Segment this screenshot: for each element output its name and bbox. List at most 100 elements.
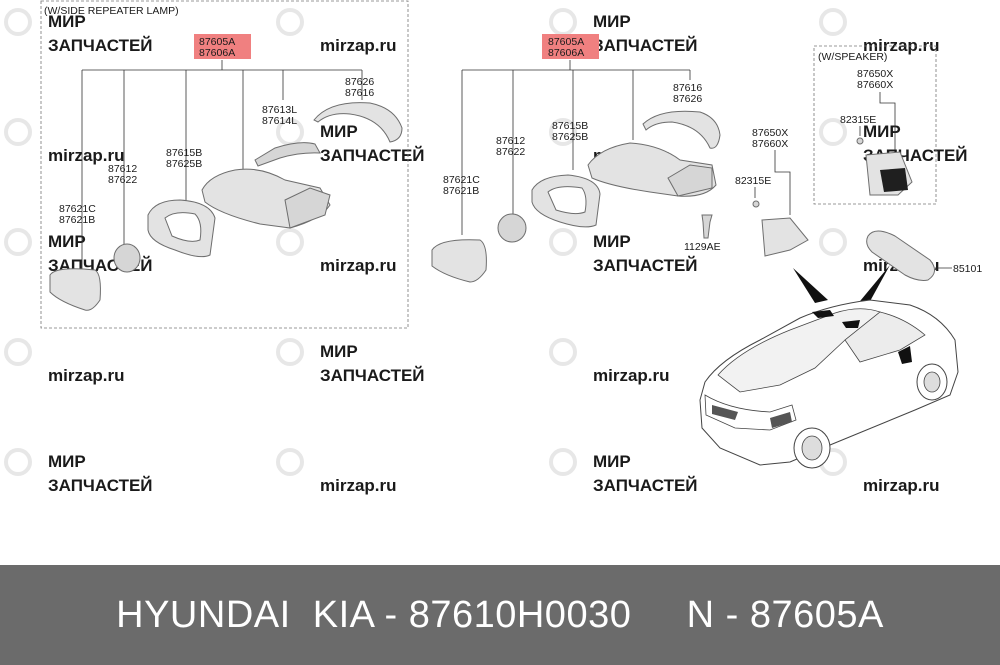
car-illustration [699,265,959,469]
watermark-tile: МИР ЗАПЧАСТЕЙ [276,338,425,385]
right-label-mirror-glass[interactable]: 87621B [443,185,479,197]
svg-text:mirzap.ru: mirzap.ru [320,36,397,55]
left-label-frame[interactable]: 87625B [166,158,202,170]
svg-text:МИР: МИР [320,342,358,361]
right-mirror-group: 87605A 87606A 87616 87626 87615B 87625B … [431,34,721,283]
right-mirror-bolt[interactable] [701,214,713,239]
svg-text:mirzap.ru: mirzap.ru [320,256,397,275]
right-part-number-highlight[interactable]: 87606A [548,47,584,59]
speaker-label[interactable]: 87660X [857,79,893,91]
left-label-cover[interactable]: 87616 [345,87,374,99]
tweeter-screw-label[interactable]: 82315E [735,175,771,187]
right-leader-lines [461,60,691,235]
right-label-frame[interactable]: 87615B [552,120,588,132]
left-label-repeater[interactable]: 87614L [262,115,297,127]
left-part-number-highlight[interactable]: 87606A [199,47,235,59]
inside-mirror-group: 85101 [866,230,982,281]
speaker-group-title: (W/SPEAKER) [818,51,887,63]
right-part-number-highlight[interactable]: 87605A [548,36,584,48]
svg-text:МИР: МИР [593,452,631,471]
right-mirror-glass[interactable] [431,239,487,283]
right-mirror-housing-dark [667,164,713,197]
tweeter-label[interactable]: 87650X [752,127,788,139]
left-group-title: (W/SIDE REPEATER LAMP) [44,5,179,17]
right-highlight-box [542,34,599,59]
watermark-tile: mirzap.ru [819,448,940,495]
svg-text:ЗАПЧАСТЕЙ: ЗАПЧАСТЕЙ [593,476,698,495]
left-label-actuator[interactable]: 87622 [108,174,137,186]
speaker-screw[interactable] [856,137,864,145]
watermark-tile: mirzap.ru [549,338,670,385]
right-label-cover[interactable]: 87616 [673,82,702,94]
svg-text:МИР: МИР [593,12,631,31]
watermark-tile: МИР ЗАПЧАСТЕЙ [4,448,153,495]
right-label-mirror-glass[interactable]: 87621C [443,174,480,186]
svg-text:mirzap.ru: mirzap.ru [48,146,125,165]
left-leader-lines [81,60,363,270]
left-mirror-glass[interactable] [49,268,101,311]
speaker-group: (W/SPEAKER) 87650X 87660X 82315E [813,45,937,205]
car-inside-mirror-mark [812,310,834,318]
svg-text:МИР: МИР [48,232,86,251]
svg-text:ЗАПЧАСТЕЙ: ЗАПЧАСТЕЙ [593,256,698,275]
speaker-grille [880,168,908,192]
svg-text:ЗАПЧАСТЕЙ: ЗАПЧАСТЕЙ [48,36,153,55]
right-mirror-actuator[interactable] [497,213,527,243]
left-label-cover[interactable]: 87626 [345,76,374,88]
inside-mirror-label[interactable]: 85101 [953,263,982,275]
watermark-tile: mirzap.ru [276,228,397,275]
svg-text:mirzap.ru: mirzap.ru [320,476,397,495]
svg-text:ЗАПЧАСТЕЙ: ЗАПЧАСТЕЙ [593,36,698,55]
svg-text:mirzap.ru: mirzap.ru [863,476,940,495]
left-mirror-cover[interactable] [313,102,403,143]
left-label-frame[interactable]: 87615B [166,147,202,159]
right-label-bolt[interactable]: 1129AE [684,241,721,253]
left-label-actuator[interactable]: 87612 [108,163,137,175]
watermark-tile: МИР ЗАПЧАСТЕЙ [276,118,425,165]
car-side-window [844,311,926,363]
right-mirror-cover[interactable] [642,110,721,149]
right-mirror-frame-opening [547,186,587,215]
watermark-tile: mirzap.ru [4,118,125,165]
tweeter-cover[interactable] [761,217,809,257]
left-repeater-lamp[interactable] [254,142,321,167]
watermark-tile: МИР ЗАПЧАСТЕЙ [549,448,698,495]
svg-text:МИР: МИР [320,122,358,141]
right-label-actuator[interactable]: 87622 [496,146,525,158]
tweeter-group: 87650X 87660X 82315E [735,127,809,257]
svg-text:МИР: МИР [593,232,631,251]
car-taillight [770,412,792,428]
svg-text:ЗАПЧАСТЕЙ: ЗАПЧАСТЕЙ [320,366,425,385]
svg-text:mirzap.ru: mirzap.ru [48,366,125,385]
tweeter-label[interactable]: 87660X [752,138,788,150]
tweeter-leader [774,150,791,215]
svg-text:ЗАПЧАСТЕЙ: ЗАПЧАСТЕЙ [320,146,425,165]
left-label-mirror-glass[interactable]: 87621C [59,203,96,215]
left-label-mirror-glass[interactable]: 87621B [59,214,95,226]
speaker-leader [879,92,896,150]
watermark-tile: mirzap.ru [819,8,940,55]
left-mirror-frame-opening [164,212,202,242]
left-part-number-highlight[interactable]: 87605A [199,36,235,48]
left-group-frame [40,0,409,329]
watermark-tile: mirzap.ru [4,338,125,385]
left-mirror-actuator[interactable] [113,243,141,273]
svg-text:mirzap.ru: mirzap.ru [863,36,940,55]
left-highlight-box [194,34,251,59]
right-label-actuator[interactable]: 87612 [496,135,525,147]
svg-text:ЗАПЧАСТЕЙ: ЗАПЧАСТЕЙ [48,476,153,495]
tweeter-screw[interactable] [752,200,760,208]
speaker-screw-label[interactable]: 82315E [840,114,876,126]
right-label-frame[interactable]: 87625B [552,131,588,143]
car-rear-hub [801,435,823,461]
watermark-tile: МИР ЗАПЧАСТЕЙ [549,8,698,55]
right-label-cover[interactable]: 87626 [673,93,702,105]
left-mirror-group: (W/SIDE REPEATER LAMP) 87605A 87606A 876… [40,0,409,329]
inside-rearview-mirror[interactable] [866,230,935,281]
watermark-tile: МИР ЗАПЧАСТЕЙ [4,8,153,55]
speaker-label[interactable]: 87650X [857,68,893,80]
footer-bar: HYUNDAI KIA - 87610H0030 N - 87605A [0,565,1000,665]
watermark-tile: mirzap.ru [276,8,397,55]
left-label-repeater[interactable]: 87613L [262,104,297,116]
svg-text:mirzap.ru: mirzap.ru [593,366,670,385]
